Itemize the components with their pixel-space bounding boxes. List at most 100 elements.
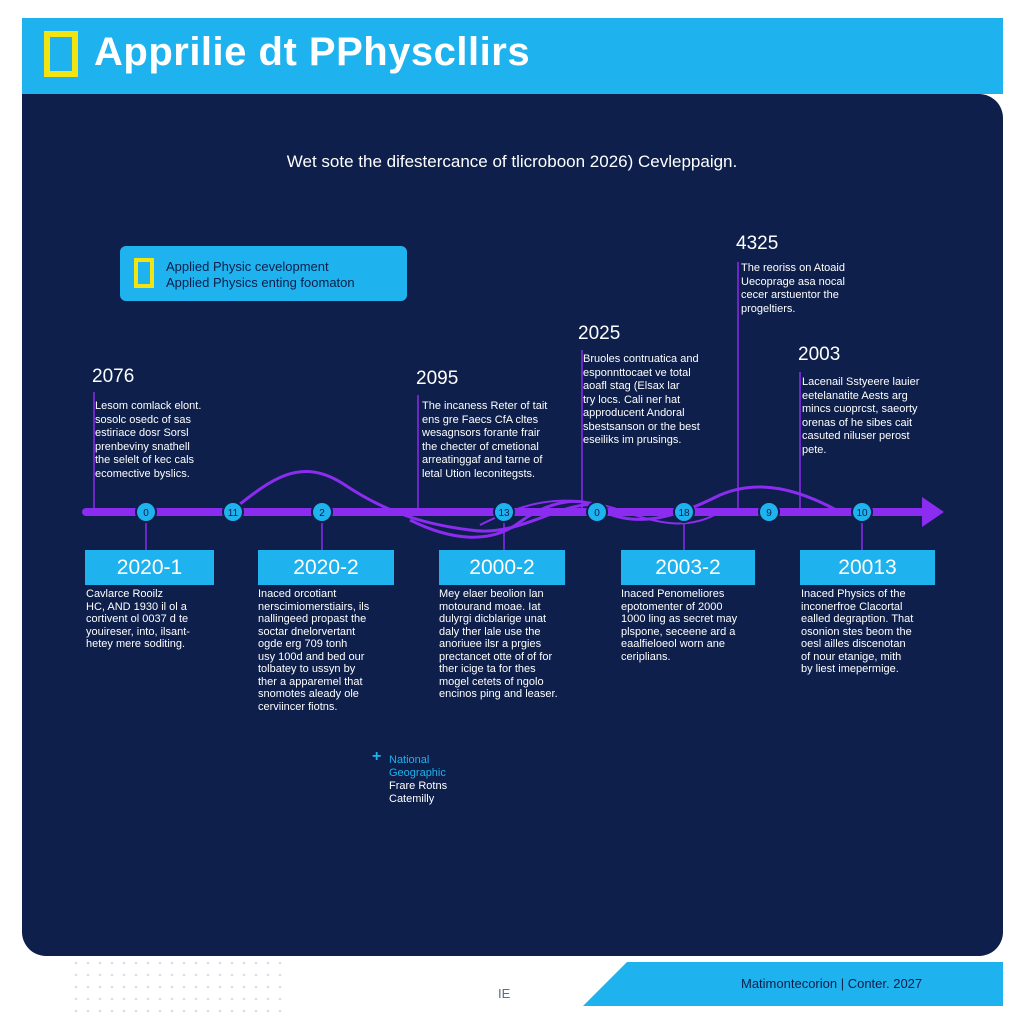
description-line: Bruoles contruatica and [583,353,699,365]
description-line: letal Ution leconitegsts. [422,467,536,480]
description-line: estiriace dosr Sorsl [95,427,189,439]
credit-block: National Geographic Frare Rotns Catemill… [389,754,447,806]
description-line: soctar dnelorvertant [258,625,356,638]
description-line: plspone, seceene ard a [621,625,736,638]
description-line: sbestsanson or the best [583,420,700,433]
description-line: prectancet otte of of for [439,650,553,663]
credit-line: Frare Rotns [389,780,448,792]
plus-icon: + [372,748,382,765]
description-line: Inaced Penomeliores [621,588,725,600]
footer-text: Matimontecorion | Conter. 2027 [741,976,923,991]
description-line: try locs. Cali ner hat [583,393,681,406]
node-label: 9 [766,508,772,519]
node-circle [493,501,515,523]
description-line: esponnttocaet ve total [583,366,691,379]
description-line: tolbatey to ussyn by [258,663,356,675]
description-line: of nour etanige, mith [801,650,902,663]
node-circle [311,501,333,523]
description-line: mogel cetets of ngolo [439,675,544,688]
page-title: Apprilie dt PPhyscllirs [94,30,531,74]
period-label: 2000-2 [439,550,565,585]
event-year: 2076 [92,366,135,387]
description-line: Mey elaer beolion lan [439,588,544,600]
timeline-node: 10 [851,501,873,523]
period-label: 2020-1 [85,550,214,585]
description-line: ceriplians. [621,650,671,663]
dot-pattern [70,945,290,1020]
description-line: osonion stes beom the [801,625,912,638]
description-line: the selelt of kec cals [95,454,195,466]
subtitle: Wet sote the difestercance of tlicroboon… [286,152,738,171]
description-line: ther a apparemel that [258,675,363,688]
description-line: encinos ping and leaser. [439,688,558,700]
logo-icon [44,31,78,77]
description-line: daly ther lale use the [439,625,541,638]
timeline-node: 0 [586,501,608,523]
description-line: Lacenail Sstyeere lauier [802,376,920,388]
description-line: Uecoprage asa nocal [741,275,845,288]
event-year: 4325 [736,233,779,254]
description-line: HC, AND 1930 il ol a [86,600,187,613]
description-line: arreatinggaf and tarne of [422,454,543,466]
header-band [22,18,1003,94]
description-line: sosolc osedc of sas [95,413,191,426]
description-line: ealled degraption. That [801,613,914,625]
timeline-node: 9 [758,501,780,523]
description-line: epotomenter of 2000 [621,600,723,613]
description-line: cortivent ol 0037 d te [86,613,189,625]
description-line: wesagnsors forante frair [422,427,540,439]
description-line: the checter of cmetional [422,440,539,453]
node-circle [758,501,780,523]
description-line: casuted niluser perost [802,430,910,442]
description-line: cecer arstuentor the [741,289,839,301]
description-line: nerscimiomerstiairs, ils [258,600,370,613]
description-line: anoriuee ilsr a prgies [439,638,542,650]
description-line: progeltiers. [741,302,796,315]
description-line: Inaced Physics of the [801,588,906,600]
timeline-node: 0 [135,501,157,523]
description-line: The incaness Reter of tait [422,400,548,412]
node-label: 0 [143,508,149,519]
node-circle [135,501,157,523]
node-circle [586,501,608,523]
footer-band [583,962,1003,1006]
description-line: Lesom comlack elont. [95,400,202,412]
description-line: 1000 ling as secret may [621,613,738,625]
description-line: The reoriss on Atoaid [741,262,845,274]
description-line: snomotes aleady ole [258,688,359,700]
description-line: aoafl stag (Elsax lar [583,380,680,392]
period-label: 2003-2 [621,550,755,585]
period-label: 2020-2 [258,550,394,585]
legend-line-2: Applied Physics enting foomaton [166,275,355,290]
event-year: 2095 [416,368,459,389]
node-circle [673,501,695,523]
description-line: oesl ailles discenotan [801,638,906,650]
description-line: mincs cuoprcst, saeorty [802,403,918,415]
node-label: 2 [319,508,325,519]
description-line: eetelanatite Aests arg [802,389,908,402]
node-label: 11 [228,508,239,519]
timeline-node: 11 [222,501,244,523]
node-label: 0 [594,508,600,519]
description-line: nallingeed propast the [258,613,367,625]
wave-curve [229,470,601,533]
timeline-node: 13 [493,501,515,523]
node-label: 18 [678,508,690,519]
description-line: youireser, into, ilsant- [86,625,190,638]
legend-box [120,246,407,301]
description-line: ecomective byslics. [95,467,190,480]
description-line: Cavlarce Rooilz [86,588,164,600]
description-line: hetey mere soditing. [86,638,186,650]
credit-line: National [389,754,430,766]
credit-line: Catemilly [389,793,435,805]
description-line: Inaced orcotiant [258,588,337,600]
node-circle [851,501,873,523]
timeline-node: 18 [673,501,695,523]
